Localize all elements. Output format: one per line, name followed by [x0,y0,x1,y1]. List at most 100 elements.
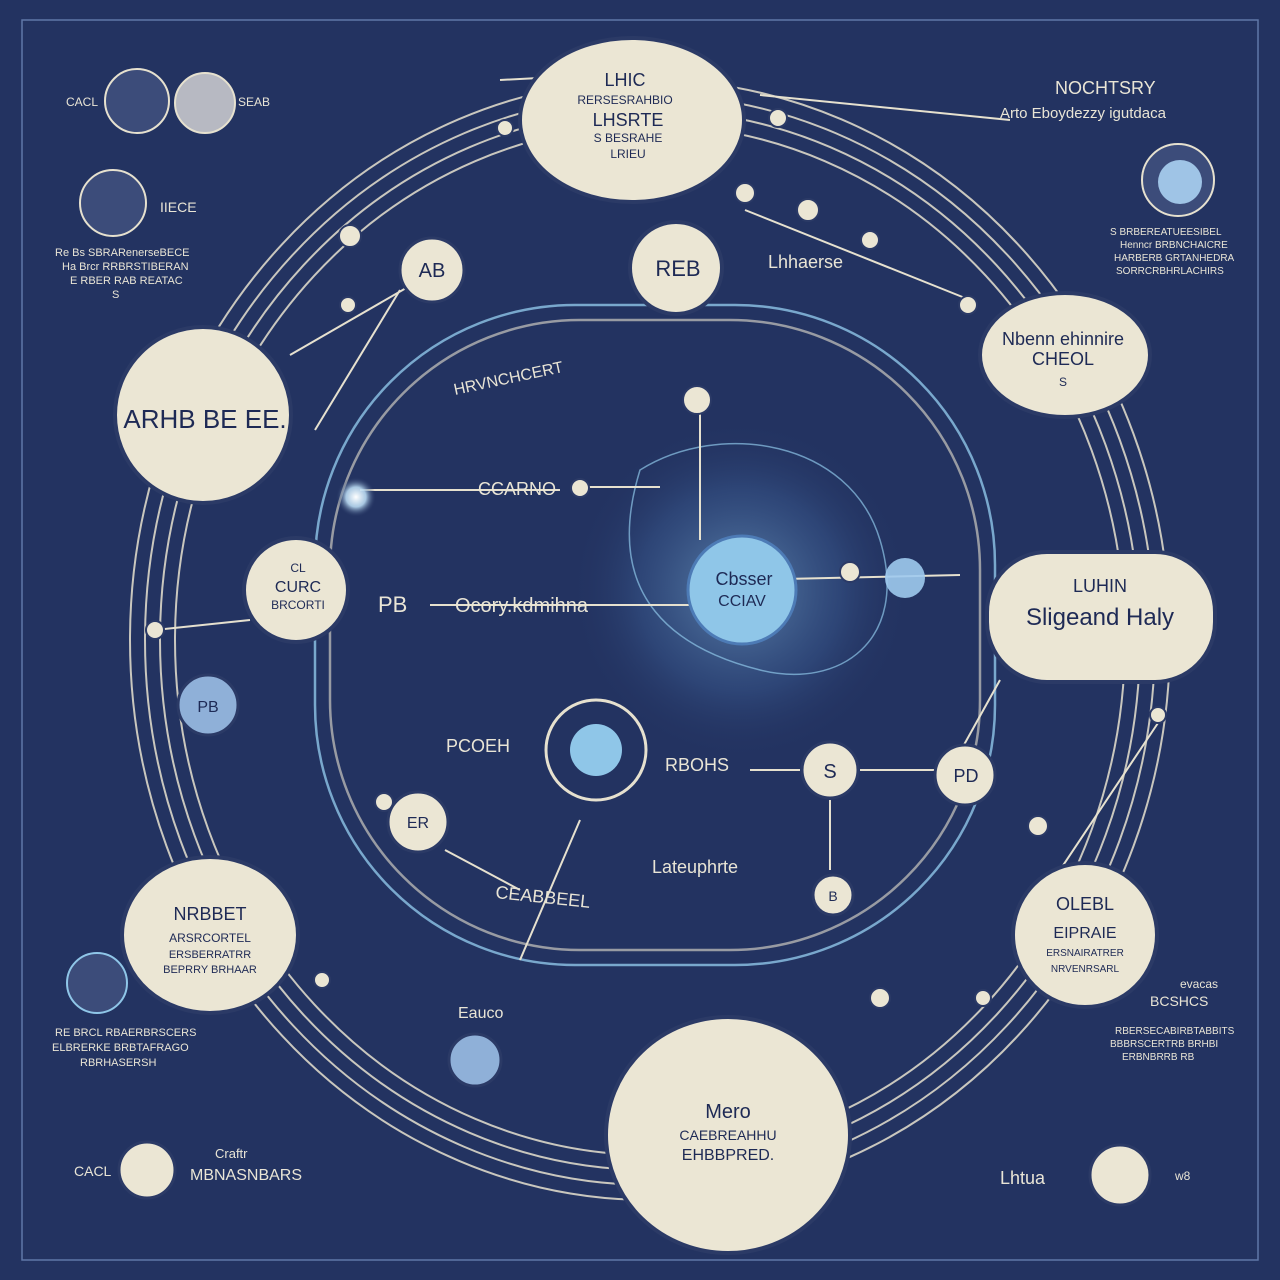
right-description: S BRBEREATUEESIBEL Henncr BRBNCHAICRE HA… [1110,227,1235,277]
medallion-icon [104,68,170,134]
node-small-right-label: PD [953,766,978,786]
top-left-small-label-b: SEAB [238,95,270,109]
medallion-icon [174,72,236,134]
node-upper-right-line-2: S [1059,375,1067,389]
orbit-label: HRVNCHCERT [452,359,565,399]
node-bottom-center-shape [604,1015,852,1255]
node-small-right: PD [933,743,997,807]
node-center-line-0: Cbsser [715,569,772,589]
node-center-shape [686,534,798,646]
node-inner-blue-ring [544,698,648,802]
node-small-cross: S [800,740,860,800]
node-upper-right-line-1: CHEOL [1032,349,1094,369]
node-top-center-shape [628,220,724,316]
node-upper-right-line-0: Nbenn ehinnire [1002,329,1124,349]
left-lower-medallion-icon [66,952,128,1014]
node-bottom-right: OLEBL EIPRAIE ERSNAIRATRER NRVENRSARL [1011,861,1159,1009]
top-right-title: NOCHTSRY [1055,78,1156,98]
node-top-line-4: LRIEU [610,147,645,161]
node-upper-left-shape [113,325,293,505]
node-inner-blue [544,698,648,802]
bottom-right-desc-line: BBBRSCERTRB BRHBI [1110,1039,1218,1050]
node-middle-right-line-1: Sligeand Haly [1026,604,1174,631]
bottom-right-label-b: BCSHCS [1150,993,1208,1009]
node-bottom-right-line-3: NRVENRSARL [1051,964,1120,975]
node-small-lower-left: ER [386,790,450,854]
node-top-left-small: AB [398,236,466,304]
node-top-left-small-shape [398,236,466,304]
top-right-subtitle: Arto Eboydezzy igutdaca [1000,105,1167,122]
mid-top-center-label: Lhhaerse [768,252,843,272]
mhna-label: MBNASNBARS [190,1167,302,1184]
glow-dot-left [336,477,376,517]
dot [839,561,861,583]
node-upper-left: ARHB BE EE. [113,325,293,505]
node-top-line-0: LHIC [604,70,645,90]
bottom-right-medallion-icon [1088,1143,1152,1207]
bottom-left-desc-line: RBRHASERSH [80,1057,156,1069]
pb-label: PB [378,592,407,617]
dot [1149,706,1167,724]
dot [1027,815,1049,837]
left-desc-line: Re Bs SBRARenerseBECE [55,247,190,259]
left-icon-label: IIECE [160,199,197,215]
top-left-medallions [79,68,236,237]
node-small-lower-label: B [828,888,837,904]
node-inner-left: PB [176,673,240,737]
node-upper-left-label: ARHB BE EE. [123,404,286,434]
glow-dot-right [885,558,925,598]
node-top-line-1: RERSESRAHBIO [577,93,672,107]
inner-orbit-white [328,318,982,952]
dot [958,295,978,315]
node-top-center-label: REB [655,256,700,281]
dot [374,792,394,812]
node-bottom-center: Mero CAEBREAHHU EHBBPRED. [604,1015,852,1255]
node-small-cross-shape [800,740,860,800]
node-inner-left-shape [176,673,240,737]
left-description: Re Bs SBRARenerseBECE Ha Brcr RRBRSTIBER… [55,247,190,301]
dot [768,108,788,128]
bottom-right-label-a: evacas [1180,977,1218,991]
lateuphrte-label: Lateuphrte [652,857,738,877]
frame-border [21,19,1259,1261]
node-small-lower: B [811,873,855,917]
node-small-cross-label: S [823,761,836,783]
node-bottom-right-line-0: OLEBL [1056,894,1114,914]
node-middle-left-shape [242,536,350,644]
node-upper-right-shape [978,291,1152,419]
bottom-left-desc-line: ELBRERKE BRBTAFRAGO [52,1042,189,1054]
node-inner-left-label: PB [197,699,218,716]
node-top-line-2: LHSRTE [593,110,664,130]
right-desc-line: Henncr BRBNCHAICRE [1120,240,1228,251]
dot [496,119,514,137]
node-small-lower-left-label: ER [407,815,429,832]
top-left-small-label-a: CACL [66,95,98,109]
node-middle-right-shape [985,550,1217,684]
node-middle-right-line-0: LUHIN [1073,576,1127,596]
right-desc-line: S BRBEREATUEESIBEL [1110,227,1222,238]
node-small-lower-left-shape [386,790,450,854]
node-bottom-center-line-1: CAEBREAHHU [679,1127,776,1143]
node-top-center: REB [628,220,724,316]
node-upper-right: Nbenn ehinnire CHEOL S [978,291,1152,419]
node-bottom-left-line-3: BEPRRY BRHAAR [163,964,257,976]
dot [339,296,357,314]
node-bottom-left-line-1: ARSRCORTEL [169,931,251,945]
dot [860,230,880,250]
left-desc-line: E RBER RAB REATAC [70,275,183,287]
pcoeh-label: PCOEH [446,736,510,756]
left-desc-line: S [112,289,119,301]
craftr-label: Craftr [215,1146,248,1161]
center-blob [628,442,888,675]
dot [313,971,331,989]
node-middle-left-line-0: CL [290,561,306,575]
medallion-icon [79,169,147,237]
bottom-left-description: RE BRCL RBAERBRSCERS ELBRERKE BRBTAFRAGO… [52,1027,196,1069]
bottom-left-desc-line: RE BRCL RBAERBRSCERS [55,1027,196,1039]
small-dots [145,108,1167,1009]
left-desc-line: Ha Brcr RRBRSTIBERAN [62,261,189,273]
node-bottom-center-line-0: Mero [705,1101,751,1123]
bottom-right-description: RBERSECABIRBTABBITS BBBRSCERTRB BRHBI ER… [1110,1026,1235,1063]
